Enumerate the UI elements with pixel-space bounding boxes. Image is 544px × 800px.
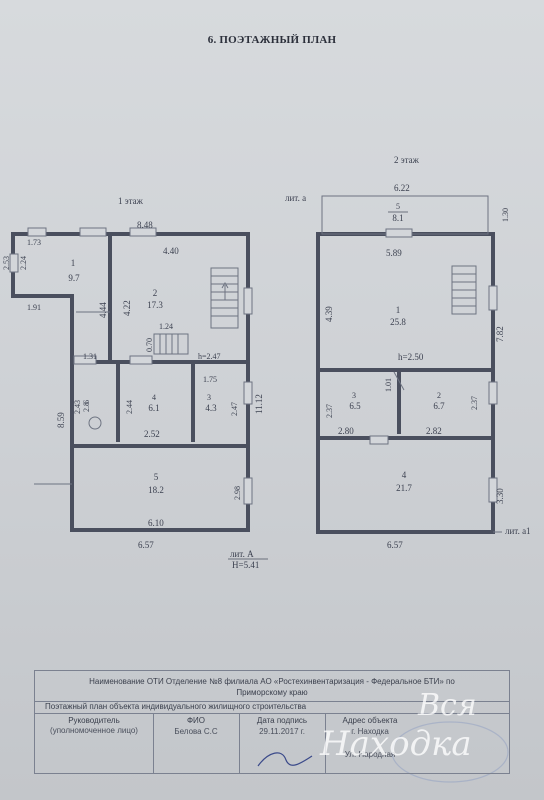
room-area: 8.1 bbox=[392, 213, 403, 223]
dim-label: 2.52 bbox=[144, 429, 160, 439]
dim-label: 6.57 bbox=[387, 540, 403, 550]
room-number: 4 bbox=[402, 470, 407, 480]
room-number: 3 bbox=[352, 391, 356, 400]
dim-label: 2.37 bbox=[325, 404, 334, 418]
fio-value: Белова С.С bbox=[174, 727, 218, 736]
room-number: 1 bbox=[396, 305, 401, 315]
dim-label: 4.22 bbox=[122, 300, 132, 316]
date-label: Дата подпись bbox=[256, 716, 308, 725]
dim-label: h=2.50 bbox=[398, 352, 424, 362]
plan-line: Поэтажный план объекта индивидуального ж… bbox=[45, 702, 307, 711]
dim-label: 1.01 bbox=[384, 378, 393, 392]
room-area: 18.2 bbox=[148, 485, 164, 495]
balcony-outline bbox=[321, 195, 489, 235]
floor1-details bbox=[9, 227, 253, 505]
room-area: 6.7 bbox=[433, 401, 445, 411]
floor2-labels: 2 этаж лит. а 6.22 1.30 5 8.1 5.89 4.39 … bbox=[285, 155, 531, 550]
signature-row: Руководитель (уполномоченное лицо) ФИО Б… bbox=[34, 714, 510, 774]
dim-label: 2.80 bbox=[338, 426, 354, 436]
address-label: Адрес объекта bbox=[342, 716, 398, 725]
dim-label: 2.98 bbox=[233, 486, 242, 500]
floor1-label: 1 этаж bbox=[118, 196, 144, 206]
room-area: 21.7 bbox=[396, 483, 412, 493]
dim-label: 6.22 bbox=[394, 183, 410, 193]
plan-row: Поэтажный план объекта индивидуального ж… bbox=[34, 702, 510, 714]
dim-label: 1.91 bbox=[27, 303, 41, 312]
address-value-1: г. Находка bbox=[351, 727, 389, 736]
dim-label: 2.24 bbox=[19, 256, 28, 270]
stair-landing bbox=[153, 333, 189, 355]
dim-label: 2.47 bbox=[230, 402, 239, 416]
org-row: Наименование ОТИ Отделение №8 филиала АО… bbox=[34, 670, 510, 702]
room-number: 5 bbox=[154, 472, 159, 482]
head-label: Руководитель bbox=[68, 716, 120, 725]
litera-label: лит. а1 bbox=[505, 526, 531, 536]
dim-label: 2.44 bbox=[125, 400, 134, 414]
room-number: 2 bbox=[153, 288, 158, 298]
org-line-1: Наименование ОТИ Отделение №8 филиала АО… bbox=[89, 677, 455, 686]
room-area: 2.8 bbox=[82, 402, 91, 412]
dim-label: 8.59 bbox=[56, 412, 66, 428]
dim-label: 7.82 bbox=[495, 326, 505, 342]
room-number: 3 bbox=[207, 393, 211, 402]
room-area: 6.1 bbox=[148, 403, 159, 413]
dim-label: 2.82 bbox=[426, 426, 442, 436]
stamp-outline bbox=[391, 721, 509, 783]
watermark-line-1: Вся bbox=[418, 688, 477, 723]
dim-label: 4.40 bbox=[163, 246, 179, 256]
room-area: 6.5 bbox=[349, 401, 361, 411]
room-number: 2 bbox=[437, 391, 441, 400]
floor2-label: 2 этаж bbox=[394, 155, 420, 165]
height-label: H=5.41 bbox=[232, 560, 259, 570]
room-number: 4 bbox=[152, 393, 156, 402]
org-line-2: Приморскому краю bbox=[236, 688, 308, 697]
watermark-line-2: Находка bbox=[320, 724, 472, 764]
dim-label: 2.43 bbox=[73, 400, 82, 414]
address-value-2: Ул. Народная bbox=[344, 750, 396, 759]
room-number: 5 bbox=[396, 202, 400, 211]
room-number: 1 bbox=[71, 258, 76, 268]
dim-label: 5.89 bbox=[386, 248, 402, 258]
dim-label: 2.37 bbox=[470, 396, 479, 410]
dim-label: 11.12 bbox=[254, 394, 264, 414]
room-area: 4.3 bbox=[205, 403, 217, 413]
dim-label: h=2.47 bbox=[198, 352, 221, 361]
room-area: 25.8 bbox=[390, 317, 406, 327]
dim-label: 1.31 bbox=[83, 352, 97, 361]
dim-label: 6.57 bbox=[138, 540, 154, 550]
dim-label: 1.30 bbox=[501, 208, 510, 222]
floor1-walls bbox=[11, 232, 250, 532]
room-area: 17.3 bbox=[147, 300, 163, 310]
litera-label: лит. а bbox=[285, 193, 306, 203]
litera-label: лит. А bbox=[230, 549, 254, 559]
date-value: 29.11.2017 г. bbox=[259, 727, 305, 736]
head-sub: (уполномоченное лицо) bbox=[50, 726, 138, 735]
fio-label: ФИО bbox=[186, 716, 206, 725]
stair-flight bbox=[210, 267, 239, 329]
dim-label: 1.73 bbox=[27, 238, 41, 247]
page-title: 6. ПОЭТАЖНЫЙ ПЛАН bbox=[207, 34, 337, 46]
floor1-labels: 1 этаж 8.48 1.73 2.24 2.53 1.91 1 9.7 4.… bbox=[2, 196, 268, 570]
dim-label: 8.48 bbox=[137, 220, 153, 230]
dim-label: 1.24 bbox=[159, 322, 173, 331]
dim-label: 3.30 bbox=[495, 488, 505, 504]
signature-scribble bbox=[257, 752, 313, 767]
dim-label: 1.75 bbox=[203, 375, 217, 384]
dim-label: 4.44 bbox=[98, 302, 108, 318]
boiler-icon bbox=[88, 416, 102, 430]
dim-label: 6.10 bbox=[148, 518, 164, 528]
room-area: 9.7 bbox=[68, 273, 80, 283]
dim-label: 0.70 bbox=[145, 338, 154, 352]
floor2-details bbox=[321, 195, 502, 533]
title-block-table: Наименование ОТИ Отделение №8 филиала АО… bbox=[34, 670, 510, 782]
room-number: 6 bbox=[82, 400, 91, 404]
dim-label: 2.53 bbox=[2, 256, 11, 270]
dim-label: 4.39 bbox=[324, 306, 334, 322]
